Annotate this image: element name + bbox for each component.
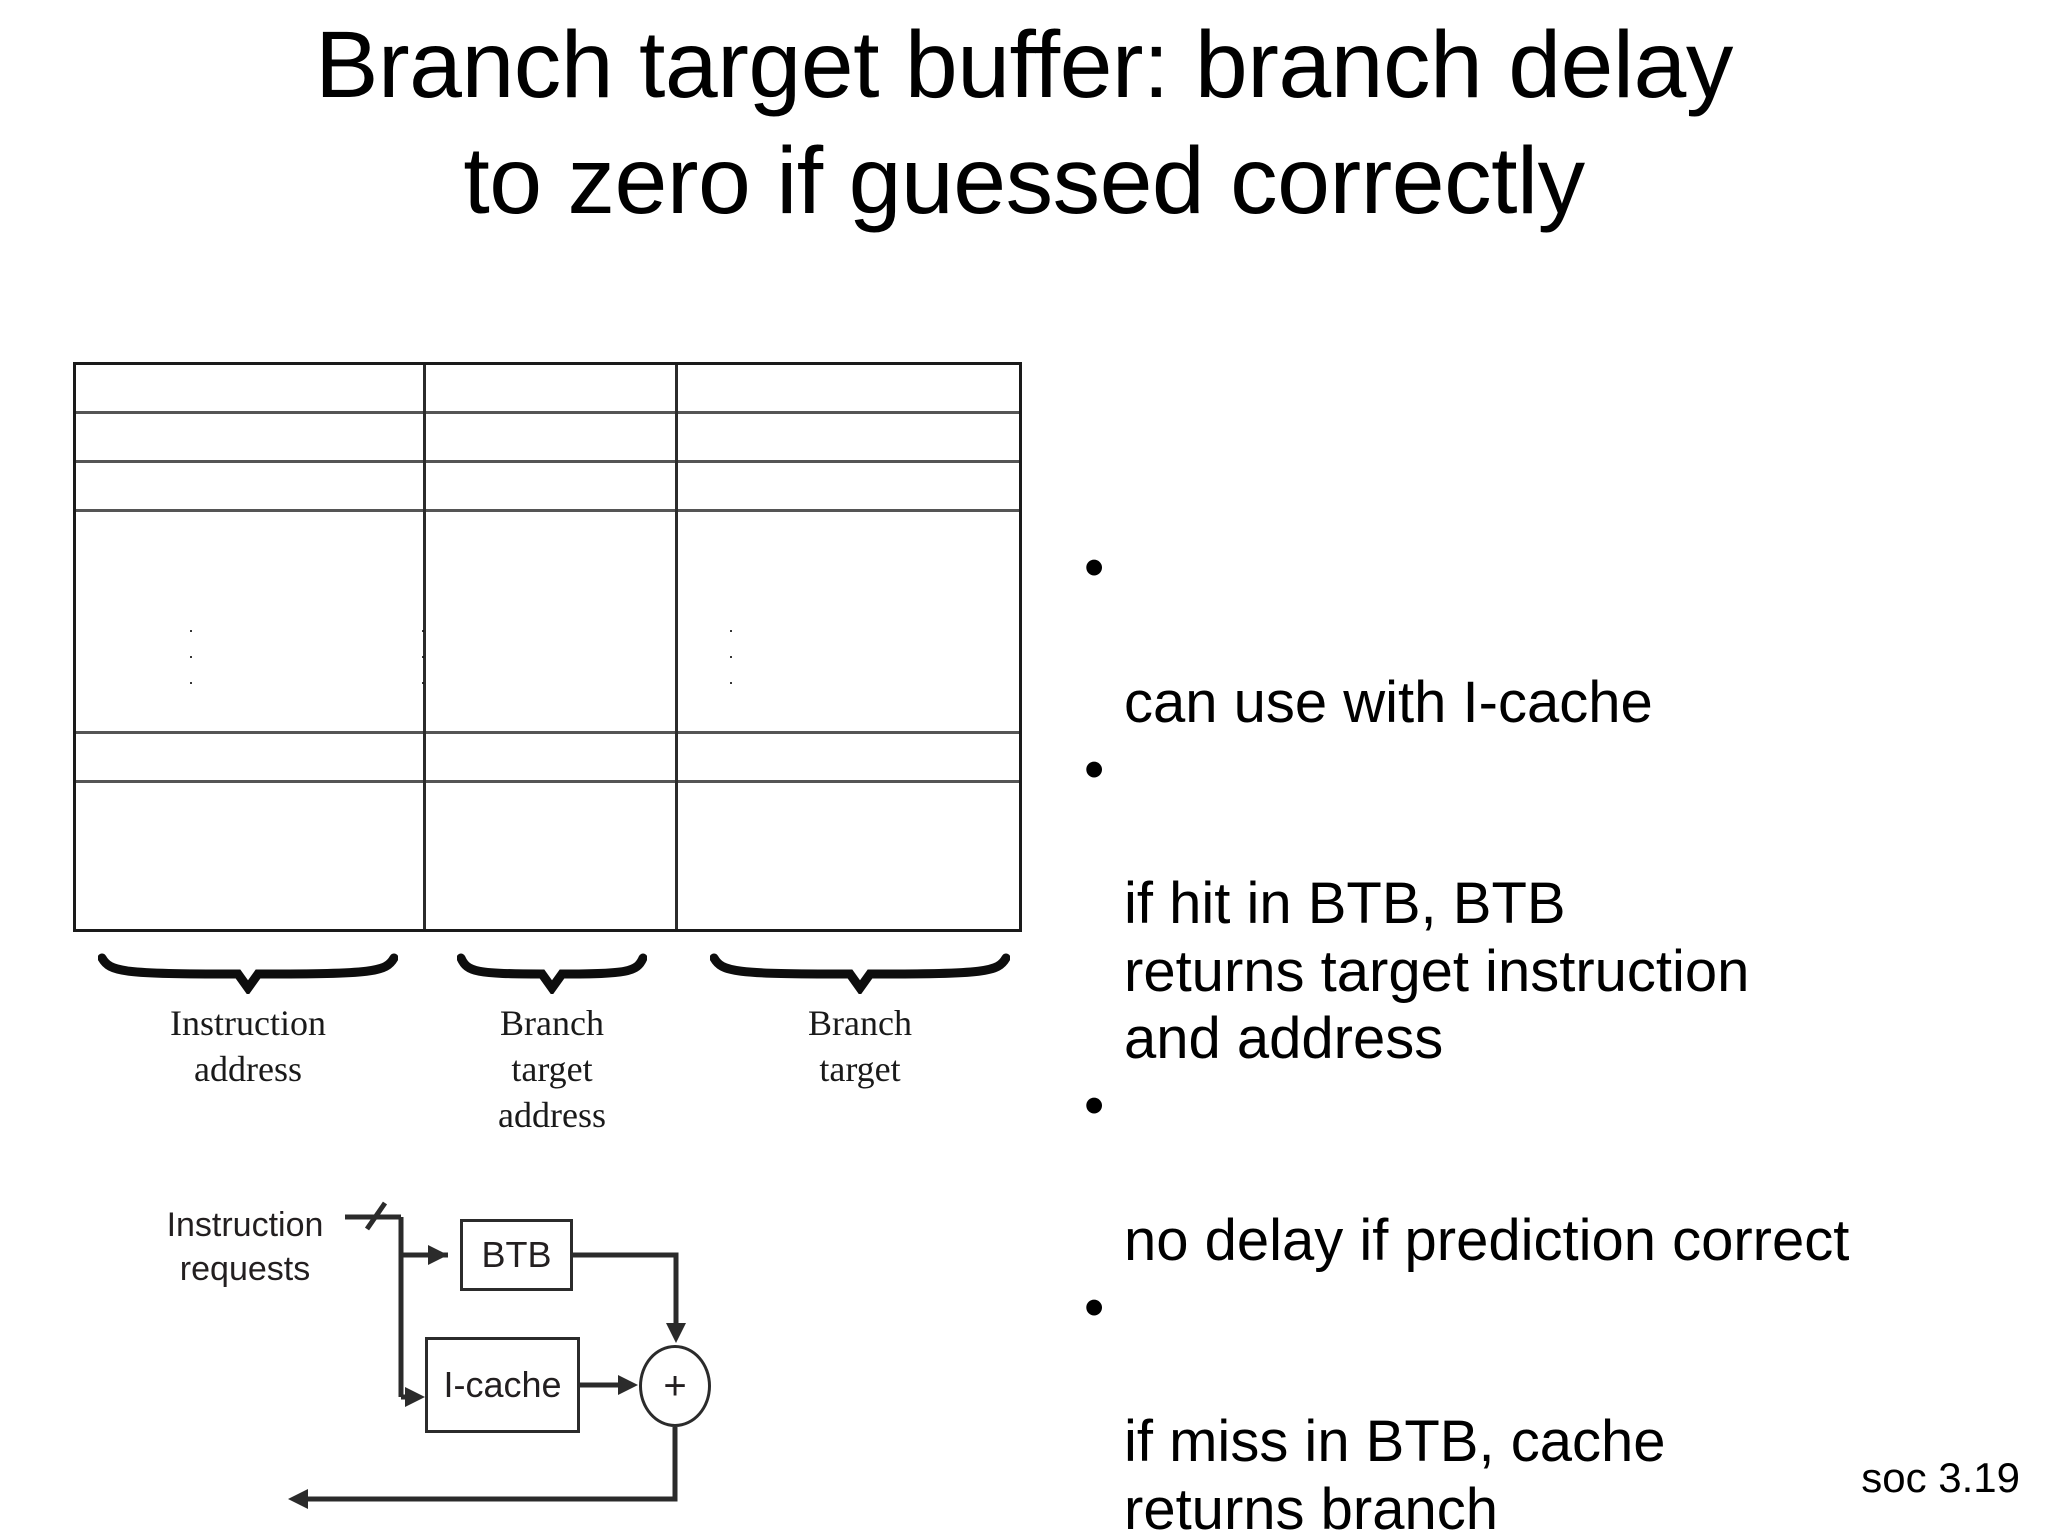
- bullet-marker: •: [1084, 1073, 1105, 1139]
- table-row: [76, 734, 1019, 783]
- table-row: [76, 414, 1019, 463]
- diagram-wiring: [288, 1201, 686, 1509]
- list-item: • no delay if prediction correct: [1078, 1072, 2038, 1274]
- table-row: [76, 783, 1019, 929]
- page-title: Branch target buffer: branch delay to ze…: [315, 12, 1733, 234]
- column-caption-branch-target-address: Branch target address: [498, 1003, 606, 1136]
- arrowhead-feedback: [288, 1489, 308, 1509]
- diagram-icache-box: I-cache: [425, 1337, 580, 1433]
- bullet-marker: •: [1084, 736, 1105, 802]
- column-caption-branch-target: Branch target: [808, 1003, 912, 1090]
- bullet-marker: •: [1084, 535, 1105, 600]
- bullet-list: • can use with I-cache • if hit in BTB, …: [1078, 534, 2038, 1536]
- slide-footer: soc 3.19: [1861, 1454, 2020, 1501]
- diagram-btb-box: BTB: [460, 1219, 573, 1291]
- table-column-divider: [675, 365, 678, 929]
- table-column-divider: [423, 365, 426, 929]
- list-item: • can use with I-cache: [1078, 534, 2038, 736]
- vertical-ellipsis-icon: . . .: [420, 616, 426, 688]
- brace-branch-target: [710, 952, 1010, 994]
- btb-block-diagram: Instruction requests: [120, 1195, 920, 1535]
- arrowhead-icache-to-adder: [618, 1375, 638, 1395]
- column-caption-instruction-address: Instruction address: [170, 1003, 326, 1090]
- list-item-label: if hit in BTB, BTB returns target instru…: [1124, 871, 1750, 1071]
- diagram-adder-node: +: [639, 1345, 711, 1427]
- list-item: • if miss in BTB, cache returns branch: [1078, 1274, 2038, 1536]
- table-row: [76, 463, 1019, 512]
- arrowhead-to-icache: [405, 1387, 425, 1407]
- table-row: [76, 512, 1019, 734]
- vertical-ellipsis-icon: . . .: [728, 616, 734, 688]
- vertical-ellipsis-icon: . . .: [188, 616, 194, 688]
- list-item-label: if miss in BTB, cache returns branch: [1124, 1409, 1666, 1536]
- btb-table: . . . . . . . . .: [73, 362, 1022, 932]
- list-item-label: no delay if prediction correct: [1124, 1207, 1850, 1273]
- bullet-marker: •: [1084, 1274, 1105, 1340]
- table-row: [76, 365, 1019, 414]
- arrowhead-to-btb: [428, 1245, 448, 1265]
- diagram-input-label: Instruction requests: [166, 1206, 324, 1289]
- brace-instruction-address: [98, 952, 398, 994]
- arrowhead-btb-to-adder: [666, 1323, 686, 1343]
- list-item: • if hit in BTB, BTB returns target inst…: [1078, 736, 2038, 1072]
- brace-branch-target-address: [457, 952, 647, 994]
- list-item-label: can use with I-cache: [1124, 669, 1653, 735]
